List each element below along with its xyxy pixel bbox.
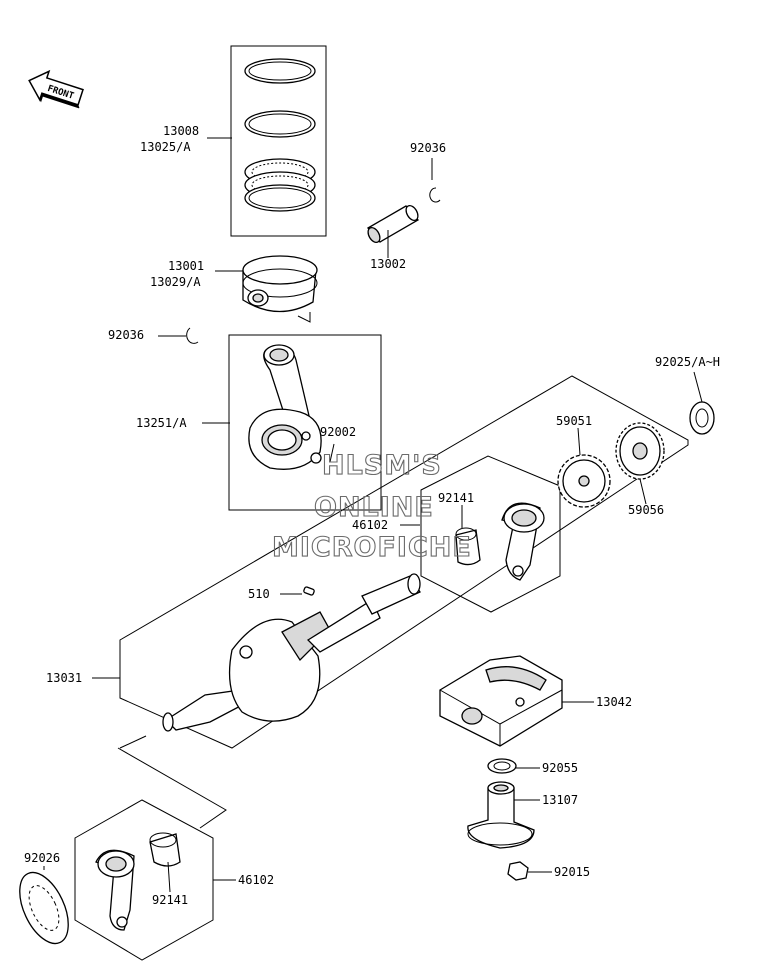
label-13107: 13107 [542,793,578,807]
label-92036-left: 92036 [108,328,144,342]
watermark-line-2: ONLINE [314,492,434,523]
flange-shaft [467,781,535,849]
label-92015: 92015 [554,865,590,879]
piston-ring-box [230,45,327,237]
rod-assembly-top [455,502,545,581]
label-13001: 13001 [168,259,204,273]
label-13002: 13002 [370,257,406,271]
rod-bearing-bottom-box [74,799,214,961]
crank-key [303,586,315,596]
rod-bearing-top-box [420,455,561,613]
label-92055: 92055 [542,761,578,775]
label-13029a: 13029/A [150,275,201,289]
label-92036-top: 92036 [410,141,446,155]
crankshaft [162,573,421,732]
circlip-left [186,327,199,344]
label-13025a: 13025/A [140,140,191,154]
piston-pin [366,204,420,244]
thrust-washer [19,871,69,945]
label-510: 510 [248,587,270,601]
label-46102-bottom: 46102 [238,873,274,887]
o-ring [487,758,517,774]
label-59051: 59051 [556,414,592,428]
front-arrow-icon: FRONT [28,69,84,109]
label-46102-top: 46102 [352,518,388,532]
label-92025: 92025/A~H [655,355,720,369]
label-13008: 13008 [163,124,199,138]
circlip-top [429,187,441,203]
piston-rings [244,58,316,212]
rod-assembly-bottom [95,832,181,931]
label-59056: 59056 [628,503,664,517]
label-13042: 13042 [596,695,632,709]
connecting-rod-box [228,334,382,511]
box-connector-lines [117,747,227,829]
shim-washer [689,401,715,435]
oil-pump-body [439,655,563,747]
label-92026: 92026 [24,851,60,865]
label-13031: 13031 [46,671,82,685]
cam-gear [557,454,611,508]
watermark-line-3: MICROFICHE [272,532,472,563]
label-92002: 92002 [320,425,356,439]
piston [242,255,318,323]
crankshaft-assembly-box [119,375,689,749]
leader-lines [43,137,703,893]
connecting-rod [248,344,322,470]
label-92141-top: 92141 [438,491,474,505]
box-connector-lines-2 [119,735,147,749]
label-92141-bottom: 92141 [152,893,188,907]
label-13251a: 13251/A [136,416,187,430]
helical-gear [615,422,665,480]
watermark-line-1: HLSM'S [322,450,442,481]
hex-nut [507,861,529,881]
